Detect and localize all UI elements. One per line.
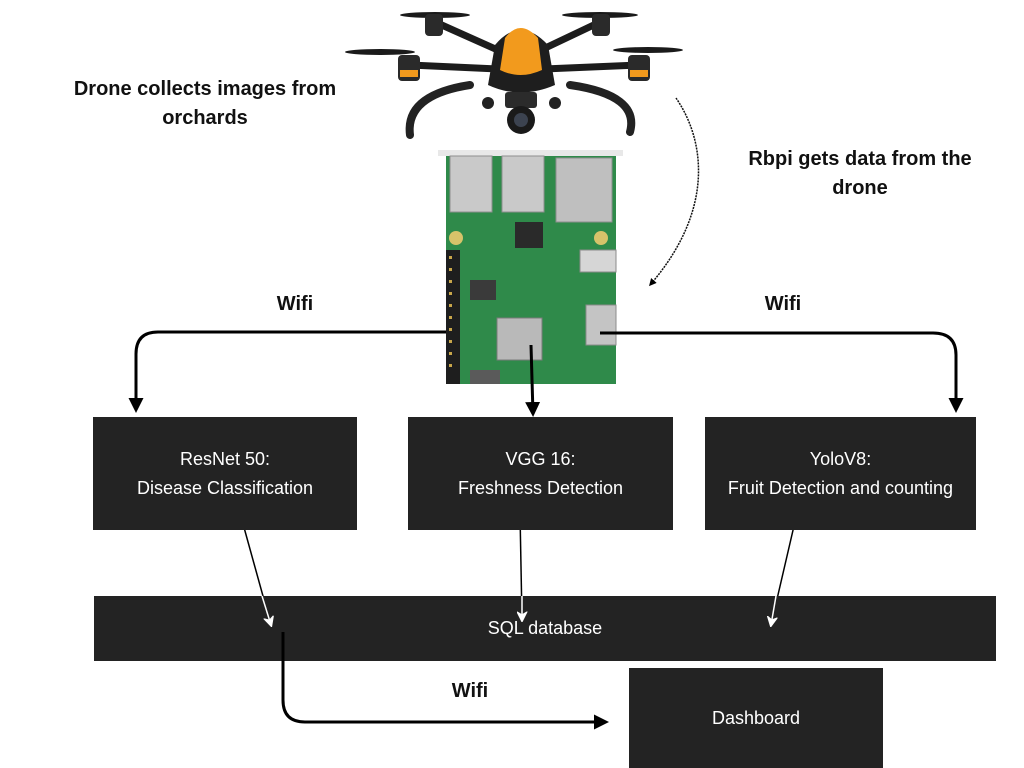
resnet-task: Disease Classification: [136, 477, 314, 498]
dashboard-box: Dashboard: [629, 668, 883, 768]
yolo-name: YoloV8:: [809, 448, 872, 469]
db-to-dashboard-arrow: [281, 632, 609, 730]
drone-to-pi-arrow: [649, 97, 700, 287]
sql-database-box: SQL database: [94, 596, 996, 661]
sql-database-label: SQL database: [487, 618, 603, 638]
vgg-name: VGG 16:: [505, 448, 576, 469]
wifi-label-right: Wifi: [764, 293, 802, 315]
resnet-box: ResNet 50: Disease Classification: [93, 417, 357, 530]
drone-caption-line-2: orchards: [162, 107, 248, 129]
dashboard-label: Dashboard: [711, 707, 801, 728]
pi-to-yolo-arrow: [600, 331, 964, 413]
resnet-to-db-arrow-overlay: [261, 595, 271, 625]
yolo-to-db-arrow-overlay: [771, 595, 776, 625]
pi-to-vgg-arrow: [525, 344, 541, 417]
rbpi-caption: Rbpi gets data from the drone: [715, 145, 1005, 203]
resnet-name: ResNet 50:: [179, 448, 271, 469]
wifi-label-left: Wifi: [276, 293, 314, 315]
rbpi-caption-line-1: Rbpi gets data from the: [748, 148, 972, 170]
vgg-task: Freshness Detection: [457, 477, 624, 498]
rbpi-caption-line-2: drone: [832, 177, 888, 199]
wifi-label-bottom: Wifi: [451, 680, 489, 702]
vgg-box: VGG 16: Freshness Detection: [408, 417, 673, 530]
yolo-box: YoloV8: Fruit Detection and counting: [705, 417, 976, 530]
drone-caption-line-1: Drone collects images from: [73, 78, 337, 100]
drone-caption: Drone collects images from orchards: [40, 75, 370, 133]
yolo-task: Fruit Detection and counting: [727, 477, 954, 498]
pi-to-resnet-arrow: [128, 330, 446, 413]
